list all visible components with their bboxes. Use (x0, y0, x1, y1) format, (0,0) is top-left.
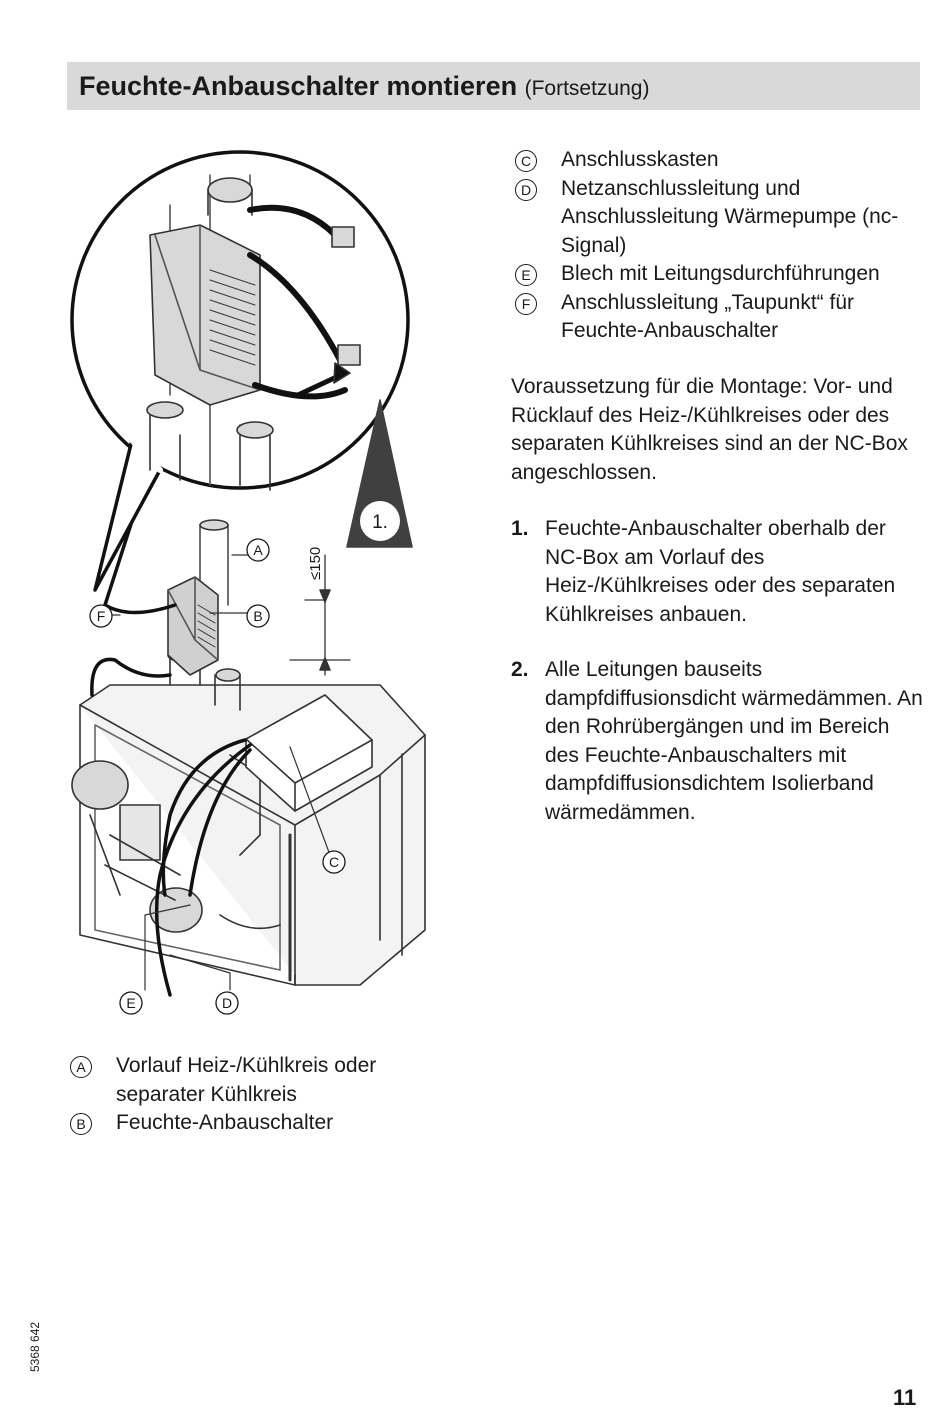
callout-e: E (126, 995, 135, 1011)
section-header: Feuchte-Anbauschalter montieren (Fortset… (67, 62, 920, 110)
callout-f: F (97, 608, 106, 624)
title-text: Feuchte-Anbauschalter montieren (79, 71, 518, 101)
callout-c: C (329, 854, 339, 870)
step-number: 1. (511, 517, 529, 540)
legend-letter: A (70, 1056, 92, 1078)
legend-text: Vorlauf Heiz-/Kühlkreis oder separater K… (116, 1054, 377, 1106)
step-number: 2. (511, 658, 529, 681)
legend-item-c: C Anschlusskasten (515, 146, 925, 175)
dimension-label: ≤150 (307, 547, 324, 580)
legend-text: Anschlussleitung „Taupunkt“ für Feuchte-… (561, 290, 854, 343)
legend-text: Feuchte-Anbauschalter (116, 1111, 334, 1134)
legend-item-f: F Anschlussleitung „Taupunkt“ für Feuchte… (515, 289, 925, 346)
mounting-illustration: A B C D E F 1. ≤150 (70, 150, 426, 1015)
title-continuation: (Fortsetzung) (524, 77, 650, 100)
legend-letter: D (515, 178, 537, 201)
callout-b: B (253, 608, 262, 624)
legend-item-a: A Vorlauf Heiz-/Kühlkreis oder separater … (70, 1052, 470, 1109)
page-number: 11 (893, 1385, 917, 1410)
step-marker: 1. (372, 512, 388, 533)
legend-letter: C (515, 150, 537, 172)
step-1: 1. Feuchte-Anbauschalter oberhalb der NC… (511, 515, 923, 629)
legend-letter: B (70, 1113, 92, 1135)
prerequisite-paragraph: Voraussetzung für die Montage: Vor- und … (511, 375, 908, 484)
legend-text: Anschlusskasten (561, 148, 719, 171)
legend-text: Blech mit Leitungsdurchführungen (561, 262, 880, 285)
callout-d: D (222, 995, 232, 1011)
step-2: 2. Alle Leitungen bauseits dampfdiffusio… (511, 656, 923, 827)
legend-letter: E (515, 264, 537, 286)
legend-right: C Anschlusskasten D Netzanschlussleitung u… (515, 146, 925, 346)
legend-left: A Vorlauf Heiz-/Kühlkreis oder separater … (70, 1052, 470, 1138)
legend-item-b: B Feuchte-Anbauschalter (70, 1109, 470, 1138)
step-text: Feuchte-Anbauschalter oberhalb der NC-Bo… (545, 517, 896, 626)
legend-item-e: E Blech mit Leitungsdurchführungen (515, 260, 925, 289)
legend-item-d: D Netzanschlussleitung und Anschlussleitu… (515, 175, 925, 261)
step-text: Alle Leitungen bauseits dampfdiffusionsd… (545, 658, 923, 824)
document-number: 5368 642 (28, 1321, 42, 1372)
legend-text: Netzanschlussleitung und Anschlussleitun… (561, 176, 899, 257)
callout-a: A (253, 542, 263, 558)
legend-letter: F (515, 292, 537, 315)
page-title: Feuchte-Anbauschalter montieren (Fortset… (79, 71, 649, 102)
